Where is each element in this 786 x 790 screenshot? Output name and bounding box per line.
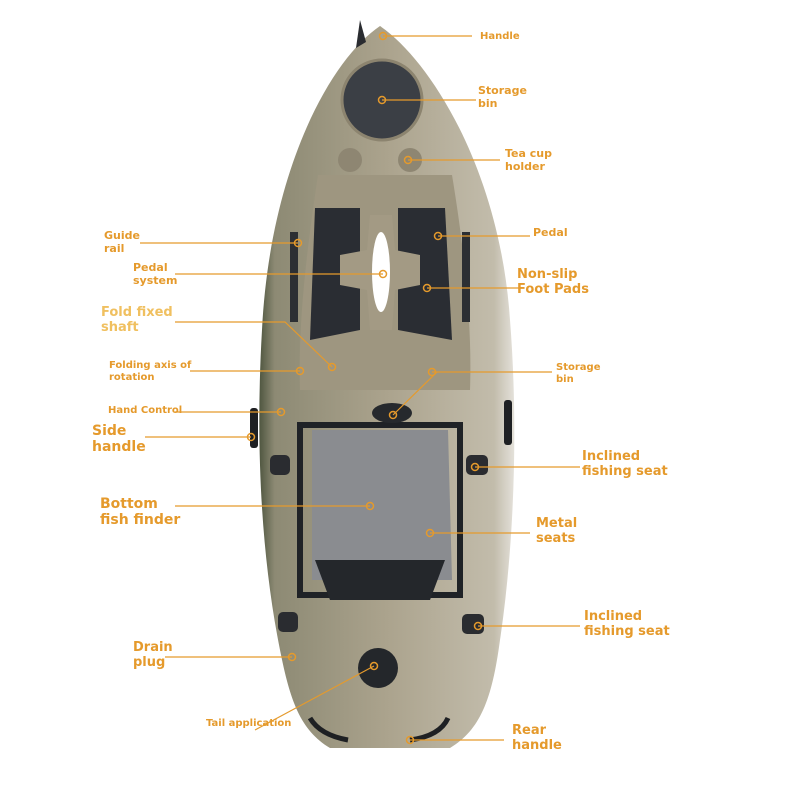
label-inclined-fishing-seat-1: Inclined fishing seat (582, 449, 668, 479)
rear-hatch (358, 648, 398, 688)
label-bottom-fish-finder: Bottom fish finder (100, 496, 181, 529)
seat-front (315, 560, 445, 600)
guide-rail-right (462, 232, 470, 322)
label-drain-plug: Drain plug (133, 640, 173, 670)
side-handle-right (504, 400, 512, 445)
label-non-slip-foot-pads: Non-slip Foot Pads (517, 267, 589, 297)
rear-handle-left (307, 716, 349, 743)
label-storage-bin-mid: Storage bin (556, 362, 601, 385)
rear-handle-right (409, 716, 451, 743)
label-tail-application: Tail application (206, 718, 292, 729)
mid-storage-hatch (372, 403, 412, 423)
label-rear-handle: Rear handle (512, 723, 562, 753)
pedal-opening (372, 232, 390, 312)
rod-holder-left-1 (270, 455, 290, 475)
rod-holder-right-1 (466, 455, 488, 475)
label-pedal-system: Pedal system (133, 261, 178, 287)
label-side-handle: Side handle (92, 423, 146, 456)
label-pedal: Pedal (533, 226, 568, 239)
label-tea-cup-holder: Tea cup holder (505, 147, 552, 173)
leader-lines (140, 35, 580, 741)
seat-cushion (312, 430, 452, 580)
label-fold-fixed-shaft: Fold fixed shaft (101, 305, 173, 335)
label-metal-seats: Metal seats (536, 516, 578, 546)
label-guide-rail: Guide rail (104, 229, 140, 255)
bow-grip (356, 20, 366, 48)
label-hand-control: Hand Control (108, 405, 183, 416)
rod-holder-left-2 (278, 612, 298, 632)
label-folding-axis: Folding axis of rotation (109, 360, 192, 383)
cup-holder-left (338, 148, 362, 172)
foot-pad-right (398, 208, 452, 340)
label-handle-front: Handle (480, 31, 520, 42)
callout-dots (246, 31, 483, 745)
label-inclined-fishing-seat-2: Inclined fishing seat (584, 609, 670, 639)
side-handle-left (250, 408, 258, 448)
label-storage-bin-front: Storage bin (478, 84, 527, 110)
guide-rail-left (290, 232, 298, 322)
